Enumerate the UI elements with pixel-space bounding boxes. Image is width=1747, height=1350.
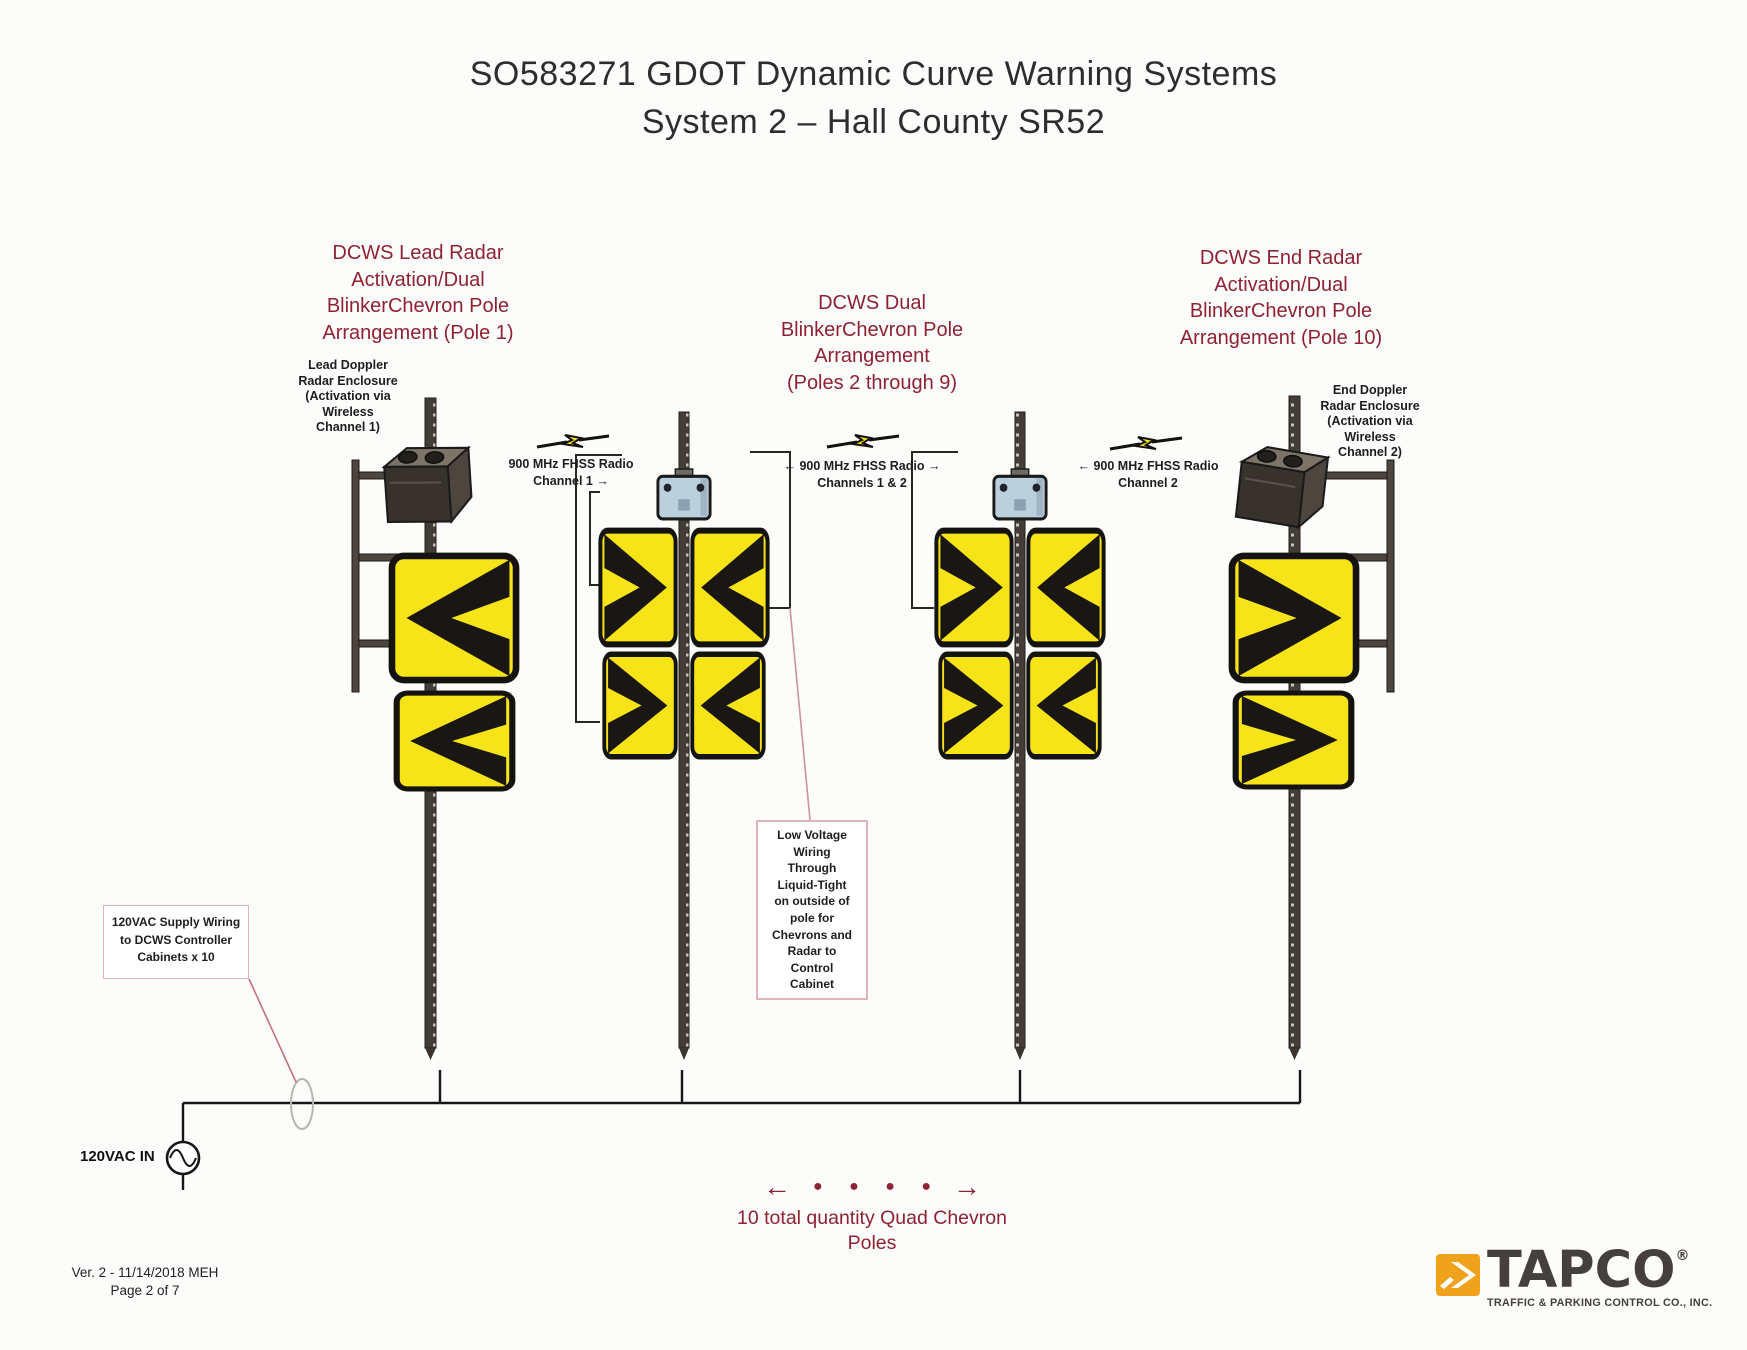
radio-link3-label: ← 900 MHz FHSS Radio Channel 2	[1077, 459, 1219, 490]
callout-brackets	[575, 451, 958, 723]
wire-loop-marker	[290, 1078, 314, 1130]
chevron-sign-right	[936, 531, 1011, 645]
callout-bracket	[589, 491, 600, 586]
pole-10	[1232, 395, 1395, 1060]
tapco-arrow-icon	[1436, 1254, 1480, 1296]
page-title: SO583271 GDOT Dynamic Curve Warning Syst…	[469, 55, 1278, 93]
total-poles-note: 10 total quantity Quad Chevron Poles	[737, 1207, 1007, 1254]
pole1-heading: DCWS Lead Radar Activation/Dual BlinkerC…	[322, 242, 514, 344]
radio-link1-label: 900 MHz FHSS Radio Channel 1 →	[508, 457, 634, 488]
chevron-sign-right	[1232, 556, 1356, 680]
supply-wiring-callout: 120VAC Supply Wiring to DCWS Controller …	[103, 905, 249, 979]
radio-link2-label: ← 900 MHz FHSS Radio → Channels 1 & 2	[783, 459, 941, 490]
blinker-control-box-icon	[992, 468, 1048, 521]
chevron-sign-right	[940, 654, 1011, 756]
tapco-tagline: TRAFFIC & PARKING CONTROL CO., INC.	[1487, 1297, 1713, 1309]
left-arrow-icon: ←	[763, 1171, 791, 1202]
ac-sine-glyph	[169, 1149, 197, 1167]
chevron-sign-left	[1028, 531, 1103, 645]
chevron-sign-right	[1236, 693, 1352, 787]
pole-tip	[1015, 1048, 1025, 1060]
lead-radar-enclosure-icon	[379, 440, 477, 530]
pole-3	[936, 411, 1103, 1060]
chevron-sign-left	[392, 556, 516, 680]
chevron-sign-left	[397, 693, 513, 789]
chevron-sign-left	[692, 531, 767, 645]
pole-2	[600, 411, 767, 1060]
pole-tip	[425, 1048, 436, 1060]
right-arrow-icon: →	[953, 1171, 981, 1202]
radio-link1-icon	[536, 434, 610, 449]
mount-channel	[1386, 459, 1395, 693]
mount-channel	[351, 459, 360, 693]
page-title-block: SO583271 GDOT Dynamic Curve Warning Syst…	[0, 50, 1747, 146]
version-note: Ver. 2 - 11/14/2018 MEH Page 2 of 7	[71, 1265, 219, 1298]
pole-sequence: ← ● ● ● ● →	[740, 1172, 1004, 1202]
callout-bracket	[911, 451, 958, 609]
supply-wiring	[181, 1070, 1302, 1190]
tapco-wordmark: TAPCO®	[1487, 1245, 1712, 1296]
registered-mark: ®	[1675, 1248, 1690, 1264]
low-voltage-callout-leader	[789, 607, 811, 821]
tapco-text-block: TAPCO® TRAFFIC & PARKING CONTROL CO., IN…	[1487, 1245, 1713, 1309]
tapco-logo: TAPCO® TRAFFIC & PARKING CONTROL CO., IN…	[1436, 1245, 1713, 1309]
pole-1	[351, 397, 516, 1060]
pole10-heading: DCWS End Radar Activation/Dual BlinkerCh…	[1179, 247, 1383, 349]
low-voltage-callout: Low Voltage Wiring Through Liquid-Tight …	[756, 820, 868, 1000]
blinker-control-box-icon	[656, 468, 712, 521]
tapco-name-text: TAPCO	[1487, 1241, 1676, 1300]
vac-in-label: 120VAC IN	[80, 1148, 155, 1165]
middle-poles-heading: DCWS Dual BlinkerChevron Pole Arrangemen…	[780, 292, 964, 394]
page-subtitle: System 2 – Hall County SR52	[641, 103, 1106, 141]
chevron-sign-left	[692, 654, 763, 756]
pole-dots: ● ● ● ●	[813, 1178, 931, 1195]
callout-bracket	[575, 454, 622, 723]
supply-callout-leader	[248, 978, 297, 1083]
radio-link2-icon	[826, 434, 900, 449]
end-radar-note: End Doppler Radar Enclosure (Activation …	[1320, 383, 1420, 459]
radio-link3-icon	[1109, 436, 1183, 451]
chevron-sign-right	[600, 531, 675, 645]
lead-radar-note: Lead Doppler Radar Enclosure (Activation…	[298, 358, 398, 434]
callout-bracket	[750, 451, 791, 609]
pole-tip	[679, 1048, 689, 1060]
pole-tip	[1289, 1048, 1300, 1060]
chevron-sign-right	[604, 654, 675, 756]
chevron-sign-left	[1028, 654, 1099, 756]
